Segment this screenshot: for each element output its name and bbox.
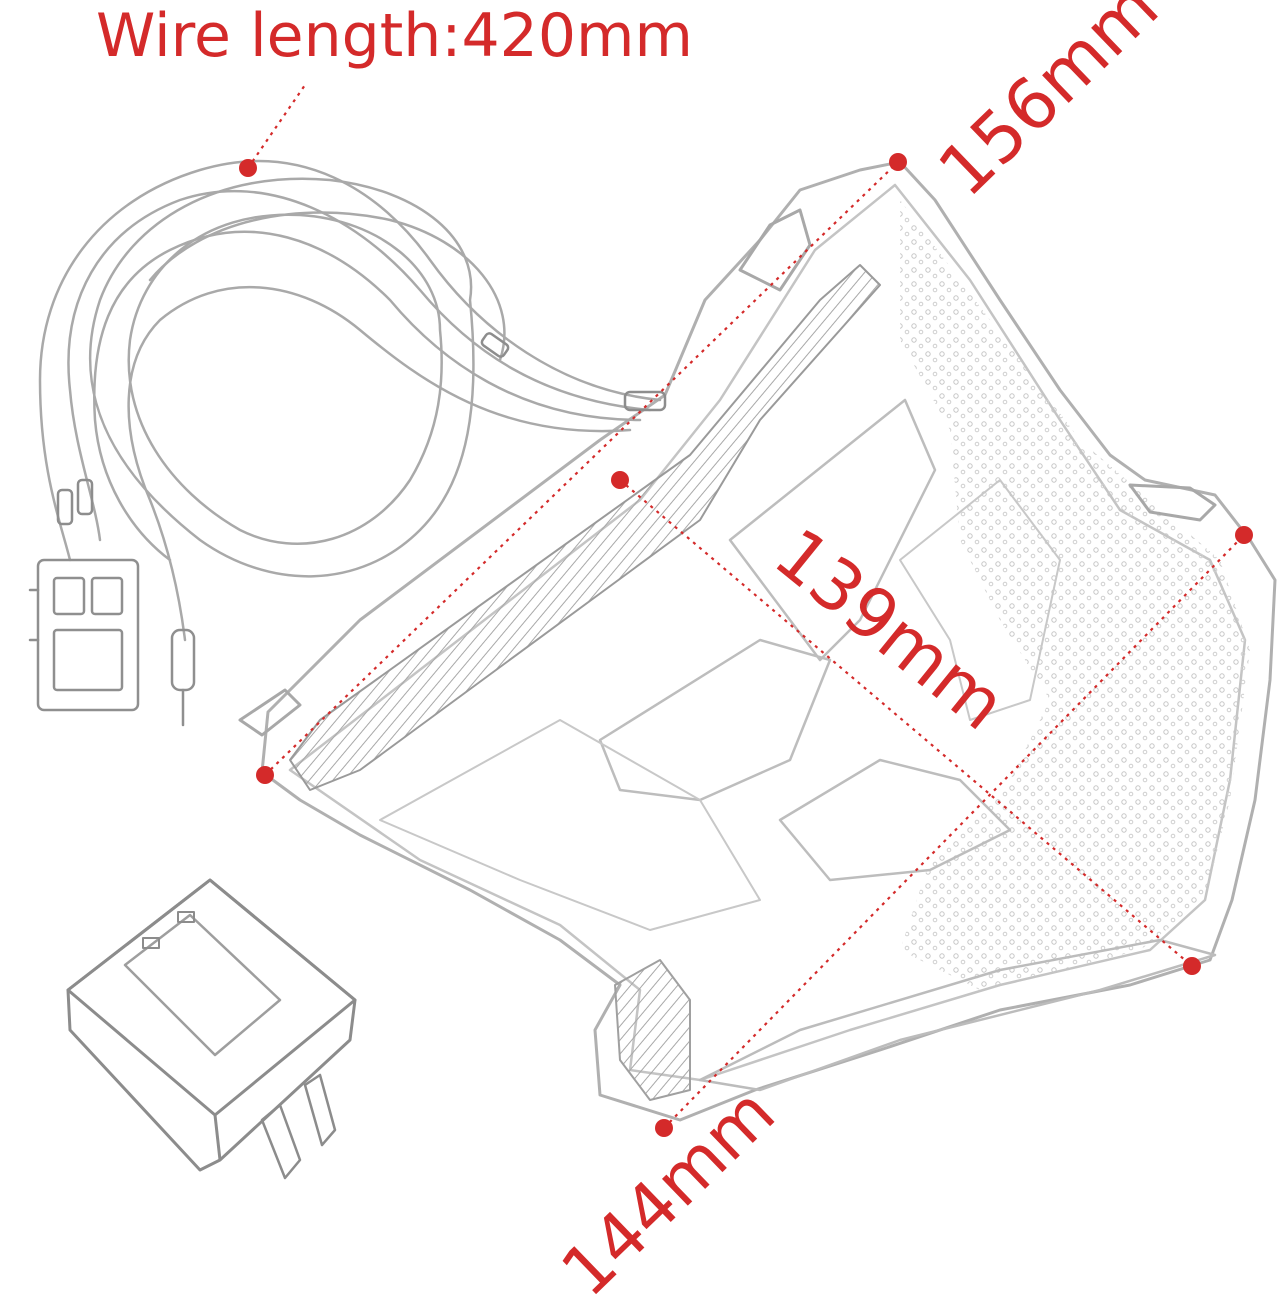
wire-strand-3 [93, 230, 642, 562]
dimension-156-line [264, 161, 899, 776]
inner-panel-2 [598, 638, 832, 802]
wire-sleeve-1 [480, 332, 510, 358]
relay-pin-1 [260, 1103, 302, 1180]
dim-139-end-point [1183, 957, 1201, 975]
lower-fin [698, 938, 1217, 1092]
width-top-label: 156mm [923, 0, 1174, 212]
mount-tab-left [238, 688, 302, 737]
wire-length-label: Wire length:420mm [96, 1, 693, 71]
dim-139-start-point [611, 471, 629, 489]
inner-panel-3 [778, 758, 1012, 882]
wire-strand-2 [67, 189, 652, 542]
flasher-relay-sketch [66, 878, 357, 1180]
relay-tab-2 [142, 937, 160, 949]
wire-loop-3 [148, 211, 506, 362]
relay-top-face [66, 878, 357, 1117]
inner-panel-5 [899, 479, 1061, 721]
mount-tab-top [738, 208, 812, 292]
wire-sleeve-4 [623, 390, 667, 412]
dim-156-start-point [256, 766, 274, 784]
led-rib-strip-lower [614, 959, 691, 1101]
relay-label-recess [123, 913, 282, 1057]
wire-leader-line [247, 84, 306, 169]
inner-panel-1 [728, 398, 937, 662]
dim-156-end-point [889, 153, 907, 171]
dimension-lines [247, 84, 1245, 1129]
wire-sleeve-3 [76, 478, 94, 516]
wire-loop-2 [127, 213, 443, 545]
wire-sleeve-2 [56, 488, 74, 526]
wire-harness-sketch [28, 160, 667, 727]
led-rib-strip-left [289, 264, 881, 791]
dim-144-start-point [655, 1119, 673, 1137]
tail-light-housing [260, 160, 1277, 1122]
wire-point [239, 159, 257, 177]
wire-loop-1 [88, 177, 475, 578]
inner-panel-4 [379, 719, 761, 931]
relay-pin-2 [303, 1073, 337, 1147]
led-dot-field [900, 200, 1250, 990]
relay-edge [213, 1114, 222, 1161]
wire-strand-4 [127, 285, 632, 642]
tail-light-sketch [238, 160, 1277, 1122]
dimension-139-line [619, 479, 1193, 967]
dimension-144-line [663, 534, 1245, 1129]
width-bottom-label: 144mm [547, 1073, 791, 1302]
bullet-connector [170, 628, 196, 727]
multi-pin-connector [28, 558, 140, 712]
dim-144-end-point [1235, 526, 1253, 544]
wire-strand-1 [38, 160, 662, 562]
mount-tab-right [1128, 483, 1217, 522]
relay-tab-1 [177, 911, 195, 923]
dimension-endpoints [239, 153, 1253, 1137]
